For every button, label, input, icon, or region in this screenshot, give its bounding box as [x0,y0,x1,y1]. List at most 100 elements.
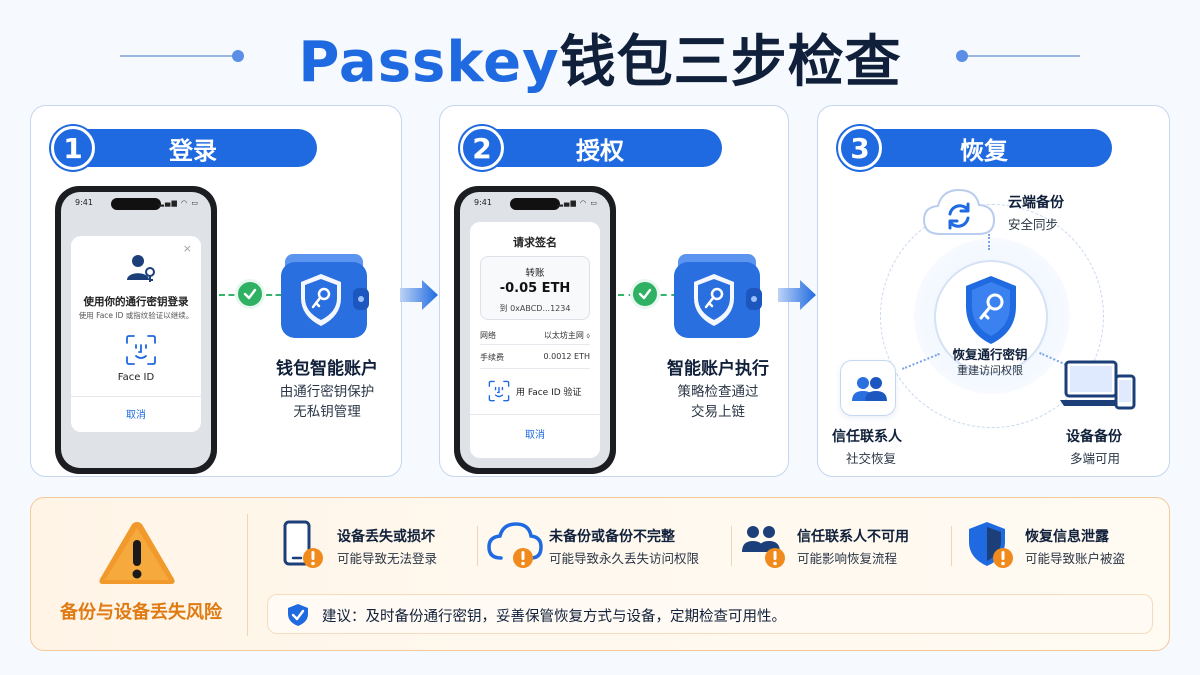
cloud-sync-icon [922,188,996,235]
row-divider [480,344,590,345]
tx-amount: -0.05 ETH [499,281,571,296]
login-sheet-subtitle: 使用 Face ID 或指纹验证以继续。 [78,311,194,320]
step-label-2: 授权 [478,129,722,167]
faceid-icon [488,380,510,402]
status-time: 9:41 [75,198,93,207]
risk-panel-title: 备份与设备丢失风险 [60,602,222,623]
laptop-phone-icon [1060,360,1136,410]
risk-item-divider [477,526,478,566]
risk-panel: 备份与设备丢失风险 设备丢失或损坏 可能导致无法登录 未备份或备份不完整 可能导… [30,497,1170,651]
advice-text: 建议：及时备份通行密钥，妥善保管恢复方式与设备，定期检查可用性。 [322,609,786,625]
phone-login: 9:41 ▂▄▆ ◠ ▭ × 使用你的通行密钥登录 使用 Face ID 或指纹… [55,186,217,474]
step-card-recover: 3 恢复 云端备份 安全同步 恢复通行密钥 重建访问权限 信任联系人 社交恢复 [817,105,1170,477]
close-icon[interactable]: × [182,242,192,255]
contacts-icon [852,377,887,401]
risk-item-title: 信任联系人不可用 [797,529,909,545]
user-key-icon [127,255,155,282]
page-title-row: Passkey钱包三步检查 [0,14,1200,100]
status-icons: ▂▄▆ ◠ ▭ [158,199,199,207]
title-decor-line-left [120,55,240,57]
tx-label: 转账 [525,268,545,279]
phone-notch [510,198,560,210]
page-title-rest: 钱包三步检查 [559,29,902,95]
step-label-1: 登录 [69,129,317,167]
advice-banner: 建议：及时备份通行密钥，妥善保管恢复方式与设备，定期检查可用性。 [267,594,1153,634]
cloud-warning-icon [487,522,543,568]
trusted-contacts-tile [840,360,896,416]
faceid-verify-button[interactable]: 用 Face ID 验证 [488,380,590,402]
check-icon-2 [630,279,660,309]
passkey-login-sheet: × 使用你的通行密钥登录 使用 Face ID 或指纹验证以继续。 [71,236,201,432]
faceid-verify-label: 用 Face ID 验证 [516,388,582,398]
wallet-shield-icon [281,254,369,338]
phone-sign: 9:41 ▂▄▆ ◠ ▭ 请求签名 转账 -0.05 ETH 到 0xABCD.… [454,186,616,474]
risk-item-title: 未备份或备份不完整 [549,529,675,545]
status-icons: ▂▄▆ ◠ ▭ [557,199,598,207]
step-label-3: 恢复 [856,129,1112,167]
step2-result-desc2: 交易上链 [691,404,745,420]
risk-item-contacts-unavailable: 信任联系人不可用 可能影响恢复流程 [741,520,941,570]
fee-key: 手续费 [480,353,504,362]
title-decor-dot-right [956,50,968,62]
network-row: 网络 以太坊主网 ⬨ [480,330,590,341]
step1-result-desc2: 无私钥管理 [293,404,361,420]
login-sheet-title: 使用你的通行密钥登录 [83,296,189,308]
risk-item-divider [951,526,952,566]
device-backup-title: 设备备份 [1066,429,1122,445]
contacts-warning-icon [742,526,785,568]
transaction-box: 转账 -0.05 ETH 到 0xABCD...1234 [480,256,590,320]
risk-item-sub: 可能导致账户被盗 [1025,551,1126,566]
hub-sub: 重建访问权限 [957,364,1023,377]
cloud-backup-sub: 安全同步 [1008,217,1059,232]
risk-item-device-lost: 设备丢失或损坏 可能导致无法登录 [279,520,479,570]
cloud-backup-title: 云端备份 [1008,195,1064,211]
risk-divider [247,514,248,636]
network-key: 网络 [480,331,496,340]
step2-result-desc1: 策略检查通过 [677,384,759,400]
row-divider [480,368,590,369]
tx-recipient: 到 0xABCD...1234 [499,304,571,313]
recovery-passkey-hub [934,260,1048,374]
arrow-right-icon-1 [400,280,438,310]
recovery-outer-ring [880,204,1104,428]
step-card-login: 1 登录 9:41 ▂▄▆ ◠ ▭ × 使用你的通行密钥登录 使用 Face I… [30,105,402,477]
step1-result-title: 钱包智能账户 [276,359,378,379]
fee-row: 手续费 0.0012 ETH [480,352,590,363]
faceid-label: Face ID [117,372,155,383]
shield-warning-icon [969,522,1013,568]
hub-title: 恢复通行密钥 [952,347,1028,362]
contacts-sub: 社交恢复 [846,451,897,466]
title-decor-line-right [962,55,1080,57]
risk-item-divider [731,526,732,566]
step-number-2: 2 [460,126,504,170]
shield-check-icon [288,604,308,626]
risk-item-no-backup: 未备份或备份不完整 可能导致永久丢失访问权限 [487,520,727,570]
link-cloud-hub [988,234,990,250]
step-card-authorize: 2 授权 9:41 ▂▄▆ ◠ ▭ 请求签名 转账 -0.05 ETH 到 0x… [439,105,789,477]
faceid-icon[interactable] [125,334,157,366]
phone-notch [111,198,161,210]
sheet-divider [71,396,201,397]
cancel-button[interactable]: 取消 [525,430,545,441]
step1-result-desc1: 由通行密钥保护 [279,384,375,400]
risk-item-info-leak: 恢复信息泄露 可能导致账户被盗 [967,520,1157,570]
wallet-shield-icon [674,254,762,338]
fee-value: 0.0012 ETH [543,352,591,361]
device-backup-sub: 多端可用 [1070,451,1121,466]
sign-request-sheet: 请求签名 转账 -0.05 ETH 到 0xABCD...1234 网络 以太坊… [470,222,600,458]
risk-item-sub: 可能导致永久丢失访问权限 [549,551,700,566]
risk-item-title: 设备丢失或损坏 [337,529,435,545]
sheet-divider [470,414,600,415]
phone-screen-sign: 9:41 ▂▄▆ ◠ ▭ 请求签名 转账 -0.05 ETH 到 0xABCD.… [460,192,610,468]
phone-warning-icon [283,520,323,568]
page-title: Passkey钱包三步检查 [298,17,901,98]
check-icon-1 [235,279,265,309]
step-number-3: 3 [838,126,882,170]
risk-item-sub: 可能影响恢复流程 [797,551,898,566]
phone-screen-login: 9:41 ▂▄▆ ◠ ▭ × 使用你的通行密钥登录 使用 Face ID 或指纹… [61,192,211,468]
risk-item-title: 恢复信息泄露 [1025,529,1109,545]
status-time: 9:41 [474,198,492,207]
sign-sheet-title: 请求签名 [513,236,557,249]
warning-icon [99,522,175,584]
cancel-button[interactable]: 取消 [126,410,146,421]
